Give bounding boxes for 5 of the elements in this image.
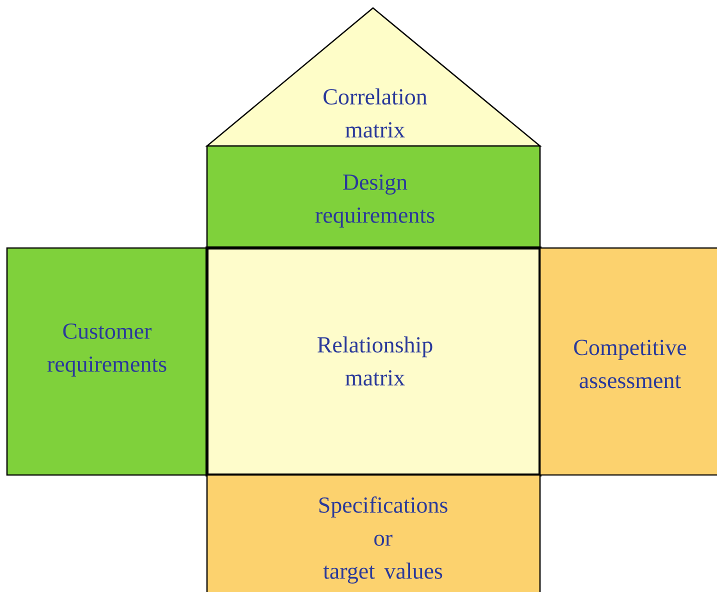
matrix-box: Competitive assessment <box>539 247 717 476</box>
matrix-box: Relationship matrix <box>206 246 542 476</box>
matrix-box: Specifications or target values <box>206 474 541 592</box>
matrix-box: Customer requirements <box>6 247 208 476</box>
matrix-box: Design requirements <box>206 145 541 248</box>
